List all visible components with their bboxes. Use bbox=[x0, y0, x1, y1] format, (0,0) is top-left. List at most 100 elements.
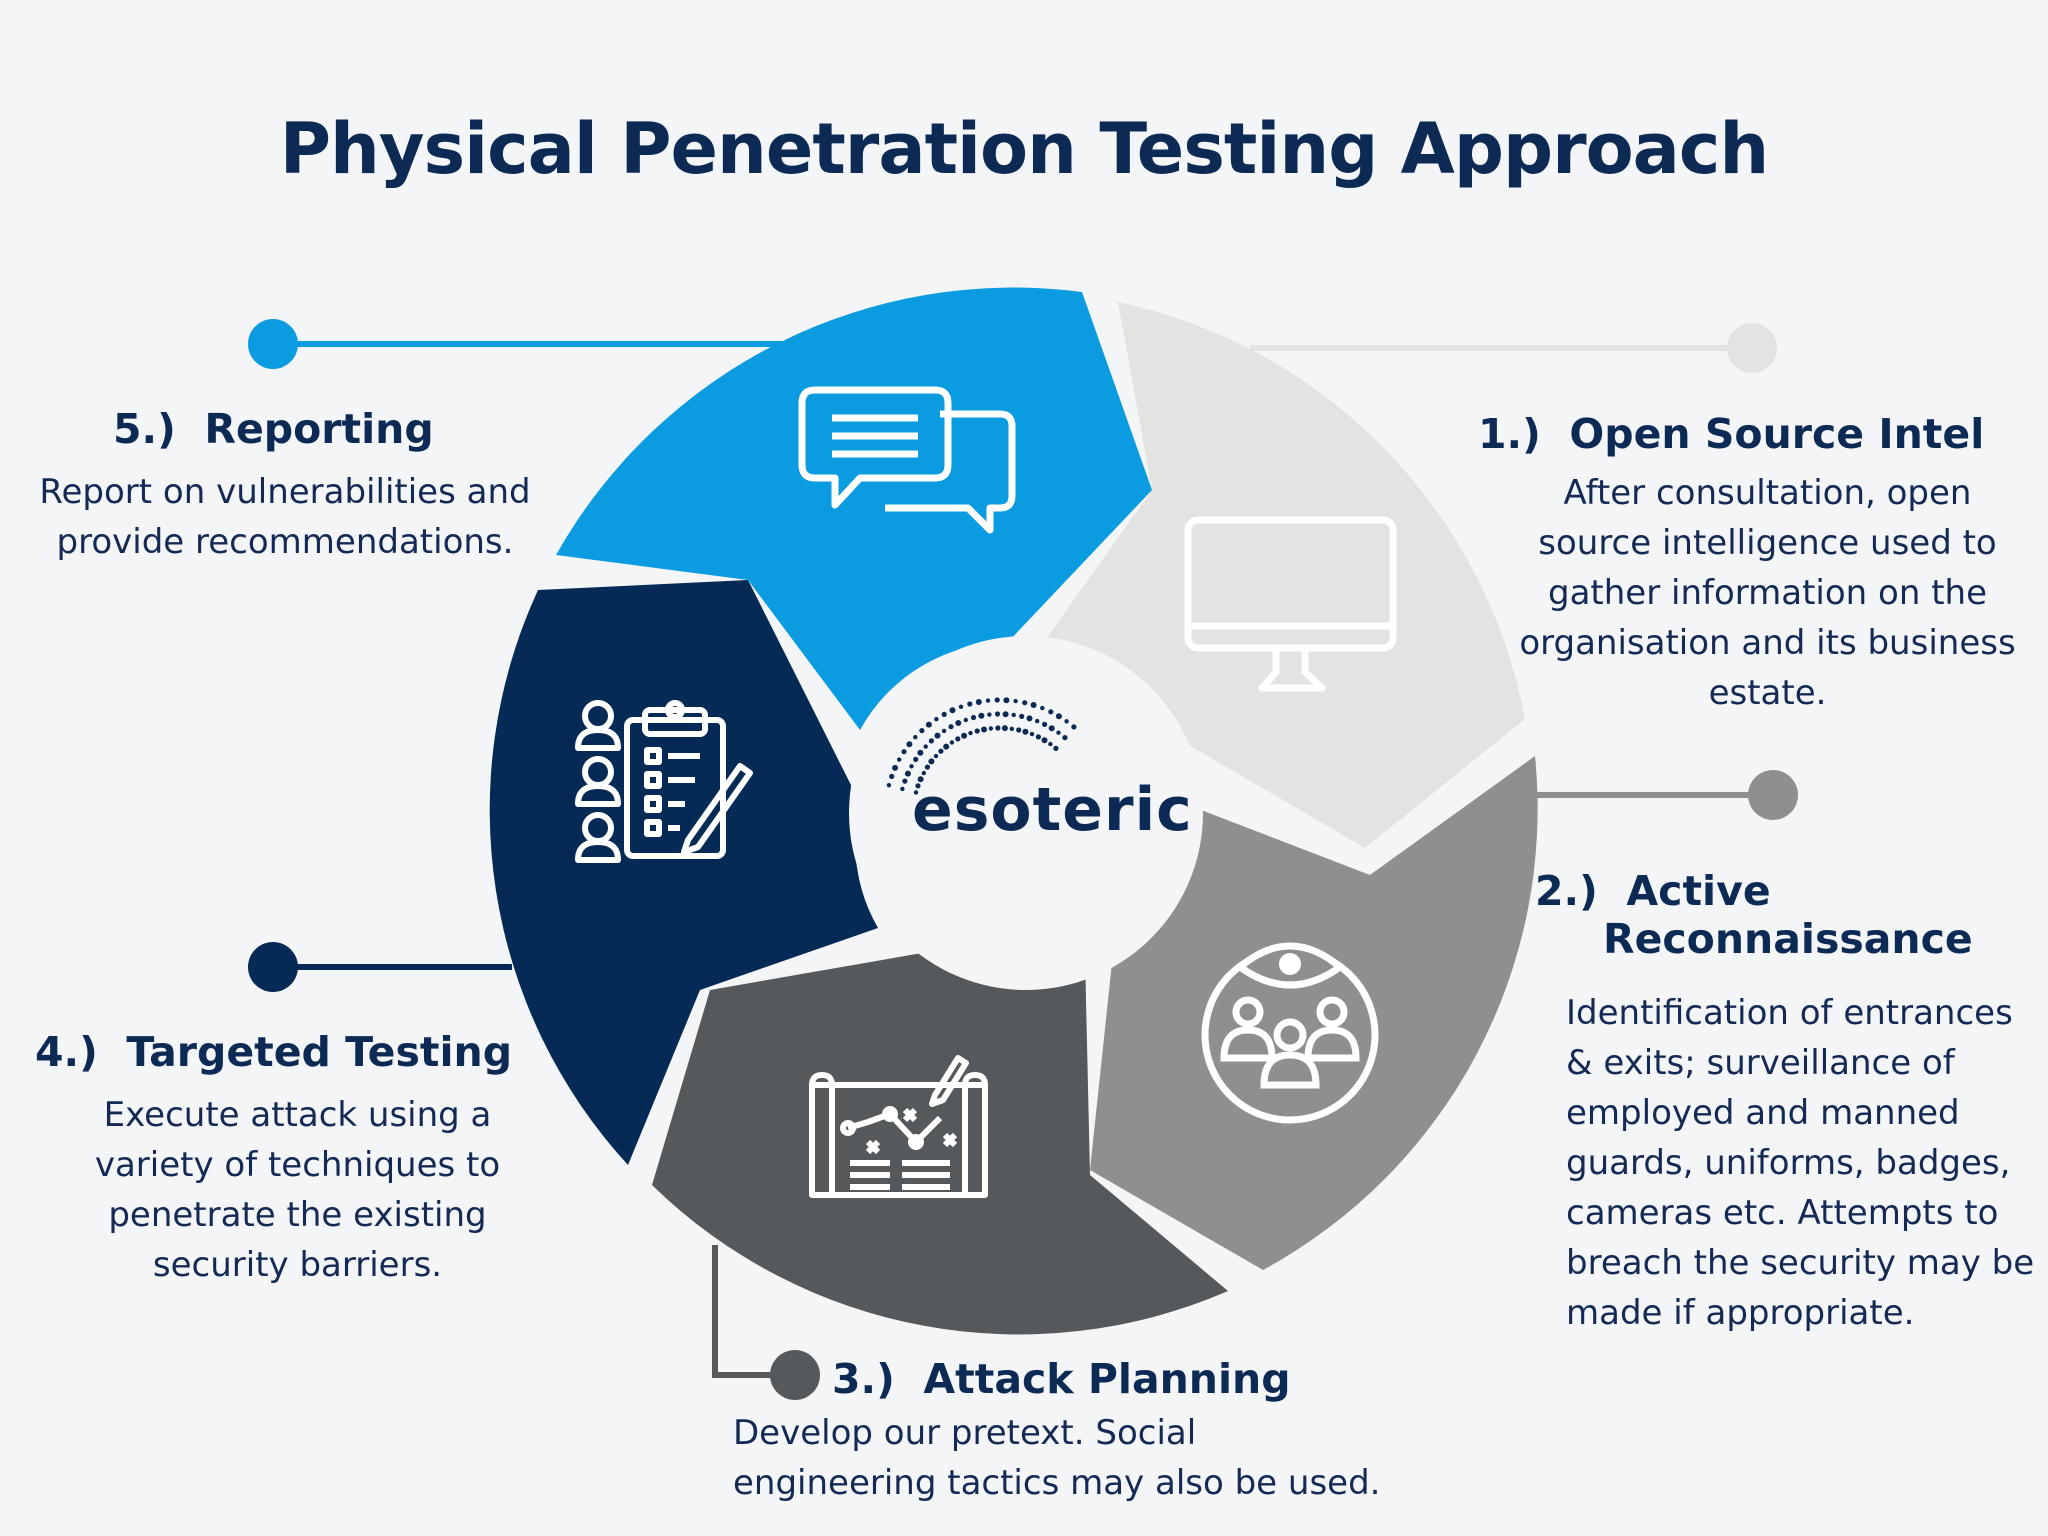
logo-dot bbox=[897, 757, 902, 762]
eye-group-icon bbox=[1201, 942, 1379, 1124]
logo-dot bbox=[904, 770, 911, 777]
description-line: penetrate the existing bbox=[108, 1195, 487, 1235]
segment-attack-planning bbox=[652, 953, 1228, 1335]
monitor-icon bbox=[1184, 516, 1397, 692]
logo-dot bbox=[970, 714, 977, 721]
segment-active-reconnaissance bbox=[1090, 756, 1538, 1270]
description-line: estate. bbox=[1708, 673, 1827, 713]
description-line: variety of techniques to bbox=[94, 1145, 501, 1185]
logo-dot bbox=[1003, 697, 1010, 704]
logo-dot bbox=[886, 783, 892, 788]
logo-dot bbox=[1026, 715, 1033, 722]
step-heading-active-reconnaissance: 2.) Active bbox=[1535, 867, 1771, 915]
logo-dot bbox=[974, 728, 980, 734]
blueprint-plan-icon bbox=[809, 1055, 988, 1198]
description-line: After consultation, open bbox=[1563, 473, 1972, 513]
logo-dot bbox=[943, 743, 950, 750]
logo-dot bbox=[924, 764, 931, 770]
logo-dot bbox=[963, 717, 968, 723]
step-label: Reporting bbox=[204, 405, 434, 453]
logo-dot bbox=[902, 778, 908, 784]
logo-dot bbox=[1009, 726, 1014, 731]
logo-dot bbox=[1035, 718, 1040, 724]
logo-dot bbox=[1011, 712, 1016, 718]
logo-dot bbox=[1042, 721, 1048, 728]
description-line: provide recommendations. bbox=[56, 522, 514, 562]
logo-dot bbox=[987, 712, 992, 717]
logo-dot bbox=[981, 726, 987, 733]
logo-dot bbox=[938, 748, 944, 754]
description-line: security barriers. bbox=[152, 1245, 443, 1285]
logo-dot bbox=[934, 732, 941, 739]
logo-dot bbox=[934, 717, 939, 722]
logo-dot bbox=[1022, 700, 1028, 706]
logo-dot bbox=[1040, 705, 1045, 711]
logo-dot bbox=[1029, 731, 1035, 737]
logo-dot bbox=[1001, 725, 1008, 732]
wheel-hub bbox=[849, 636, 1203, 990]
connector-dot-active-recon bbox=[1748, 770, 1798, 820]
step-heading-open-source-intel: 1.) Open Source Intel bbox=[1478, 410, 1984, 458]
logo-dot bbox=[975, 699, 982, 705]
logo-dot bbox=[985, 698, 991, 703]
step-number: 5.) bbox=[113, 405, 176, 453]
logo-dot bbox=[913, 735, 918, 740]
description-line: guards, uniforms, badges, bbox=[1566, 1143, 2011, 1183]
logo-dot bbox=[919, 728, 925, 734]
step-label-line1: Active bbox=[1626, 867, 1771, 915]
connector-line-attack-planning bbox=[712, 1245, 795, 1378]
logo-dot bbox=[889, 773, 895, 780]
step-label: Targeted Testing bbox=[126, 1028, 513, 1076]
step-heading-active-reconnaissance-line2: Reconnaissance bbox=[1603, 915, 1973, 963]
logo-dot bbox=[900, 786, 905, 792]
logo-dot bbox=[1013, 698, 1018, 704]
logo-dot bbox=[1002, 711, 1009, 718]
checklist-team-icon bbox=[575, 700, 753, 863]
logo-dot bbox=[933, 753, 939, 759]
step-number: 1.) bbox=[1478, 410, 1541, 458]
logo-dot bbox=[913, 756, 919, 763]
step-heading-attack-planning: 3.) Attack Planning bbox=[832, 1355, 1291, 1403]
logo-dot bbox=[1055, 713, 1062, 720]
logo-dot bbox=[901, 749, 907, 755]
logo-dot bbox=[917, 749, 924, 756]
logo-dot bbox=[1019, 713, 1025, 720]
logo-dot bbox=[1016, 727, 1022, 733]
logo-dot bbox=[955, 720, 962, 726]
logo-dot bbox=[1048, 709, 1054, 715]
description-line: organisation and its business bbox=[1519, 623, 2016, 663]
description-line: & exits; surveillance of bbox=[1566, 1043, 1955, 1083]
logo-dot bbox=[928, 758, 935, 765]
step-description-attack-planning: Develop our pretext. Social engineering … bbox=[733, 1408, 1433, 1508]
logo-dot bbox=[928, 738, 935, 744]
step-number: 3.) bbox=[832, 1355, 895, 1403]
logo-dot bbox=[958, 704, 964, 709]
description-line: Report on vulnerabilities and bbox=[39, 472, 531, 512]
connector-dot-attack-planning bbox=[770, 1350, 820, 1400]
description-line: cameras etc. Attempts to bbox=[1566, 1193, 1999, 1233]
description-line: gather information on the bbox=[1548, 573, 1987, 613]
logo-dot bbox=[994, 697, 1000, 703]
step-description-targeted-testing: Execute attack using a variety of techni… bbox=[45, 1090, 550, 1290]
description-line: engineering tactics may also be used. bbox=[733, 1463, 1381, 1503]
logo-dot bbox=[1030, 702, 1037, 708]
logo-dot bbox=[1071, 724, 1077, 730]
logo-dot bbox=[948, 724, 954, 730]
logo-dot bbox=[1022, 728, 1029, 735]
logo-dot bbox=[1053, 745, 1059, 752]
logo-dot bbox=[955, 736, 961, 742]
step-label: Attack Planning bbox=[923, 1355, 1291, 1403]
logo-dot bbox=[967, 701, 973, 707]
logo-dot bbox=[941, 711, 947, 718]
description-line: made if appropriate. bbox=[1566, 1293, 1915, 1333]
step-description-active-reconnaissance: Identification of entrances & exits; sur… bbox=[1566, 988, 2036, 1338]
logo-dot bbox=[1048, 725, 1055, 732]
logo-dot bbox=[949, 740, 955, 745]
connector-dot-reporting bbox=[248, 319, 298, 369]
logo-dot bbox=[1048, 741, 1053, 747]
chat-bubbles-icon bbox=[798, 386, 1016, 534]
logo-dot bbox=[978, 712, 985, 719]
logo-dot bbox=[915, 783, 921, 789]
logo-dot bbox=[1056, 730, 1061, 735]
description-line: Identification of entrances bbox=[1566, 993, 2013, 1033]
